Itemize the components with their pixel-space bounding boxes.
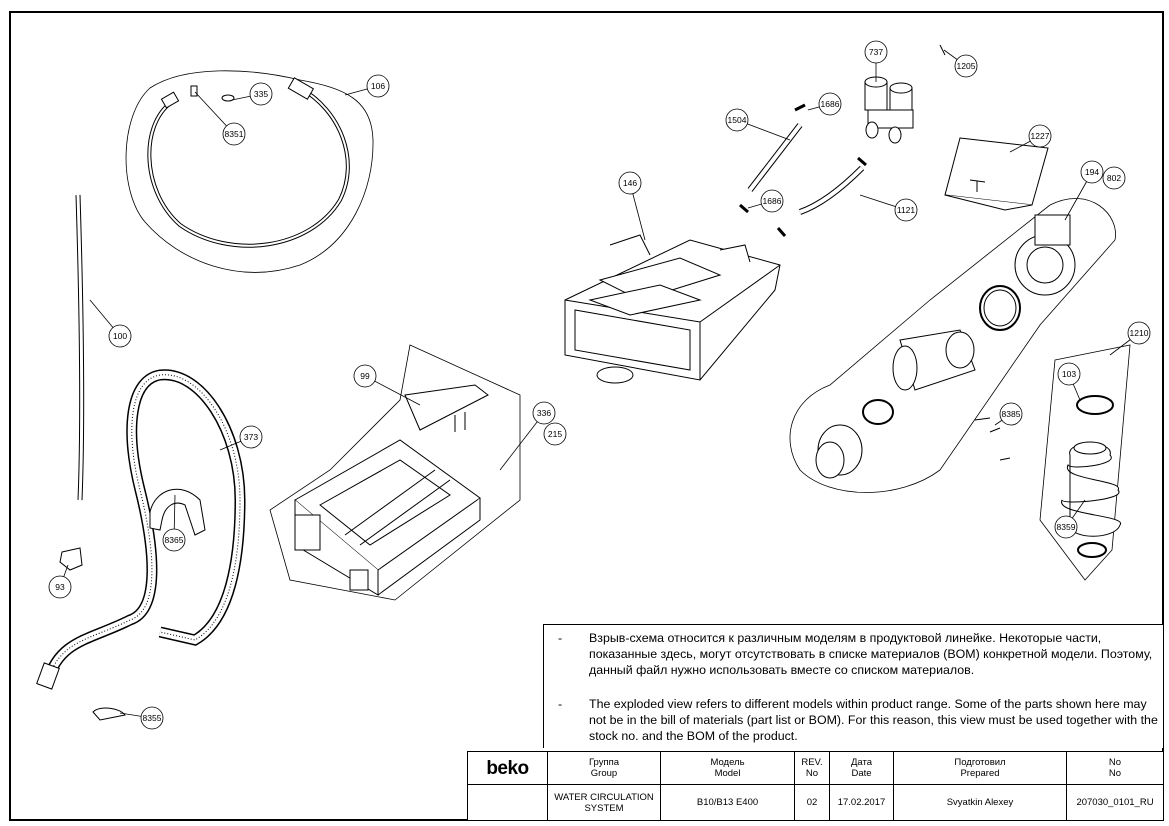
callout-label: 194 bbox=[1085, 167, 1099, 177]
callout-label: 1686 bbox=[821, 99, 840, 109]
callout-label: 373 bbox=[244, 432, 258, 442]
callout-circle bbox=[543, 422, 567, 446]
callout-label: 8351 bbox=[225, 129, 244, 139]
header-rev: REV.No bbox=[794, 751, 830, 785]
callout-circle bbox=[760, 189, 784, 213]
callout-label: 335 bbox=[254, 89, 268, 99]
callout-circle bbox=[999, 402, 1023, 426]
callout-circle bbox=[222, 122, 246, 146]
callout-circle bbox=[48, 575, 72, 599]
callout-circle bbox=[618, 171, 642, 195]
callouts bbox=[48, 40, 1151, 730]
value-date: 17.02.2017 bbox=[829, 784, 894, 821]
callout-circle bbox=[864, 40, 888, 64]
note-bullet: - bbox=[558, 697, 563, 711]
hose-group-outline bbox=[125, 70, 374, 273]
callout-label: 8359 bbox=[1057, 522, 1076, 532]
callout-circle bbox=[249, 82, 273, 106]
pump-group-outline bbox=[789, 198, 1116, 493]
drain-tube bbox=[75, 194, 85, 501]
callout-circle bbox=[1102, 166, 1126, 190]
callout-circle bbox=[894, 198, 918, 222]
part-group-outlines bbox=[125, 70, 1131, 601]
callout-label: 106 bbox=[371, 81, 385, 91]
callout-label: 1121 bbox=[897, 205, 916, 215]
callout-circle bbox=[725, 108, 749, 132]
value-rev: 02 bbox=[794, 784, 830, 821]
callout-circle bbox=[1080, 160, 1104, 184]
logo-spacer bbox=[467, 784, 548, 821]
callout-label: 103 bbox=[1062, 369, 1076, 379]
drain-hose bbox=[36, 369, 246, 721]
callout-label: 8385 bbox=[1002, 409, 1021, 419]
callout-circle bbox=[108, 324, 132, 348]
note-text: The exploded view refers to different mo… bbox=[589, 697, 1158, 743]
callout-label: 146 bbox=[623, 178, 637, 188]
callout-label: 99 bbox=[360, 371, 370, 381]
callout-circle bbox=[239, 425, 263, 449]
small-hoses bbox=[739, 103, 867, 237]
callout-label: 1210 bbox=[1130, 328, 1149, 338]
note-text: Взрыв-схема относится к различным моделя… bbox=[589, 631, 1153, 677]
callout-circle bbox=[1054, 515, 1078, 539]
dispenser-drawer bbox=[294, 384, 489, 596]
callout-label: 802 bbox=[1107, 173, 1121, 183]
callout-circle bbox=[353, 364, 377, 388]
callout-circle bbox=[140, 706, 164, 730]
bellow-assembly bbox=[1061, 395, 1121, 558]
bellow-group-outline bbox=[1039, 344, 1131, 581]
callout-circle bbox=[1057, 362, 1081, 386]
inlet-hose bbox=[147, 77, 350, 248]
callout-label: 215 bbox=[548, 429, 562, 439]
dispenser-drawer-outline bbox=[269, 344, 521, 601]
callout-label: 1227 bbox=[1031, 131, 1050, 141]
callout-circle bbox=[954, 54, 978, 78]
callout-circle bbox=[1127, 321, 1151, 345]
callout-circle bbox=[532, 401, 556, 425]
callout-label: 737 bbox=[869, 47, 883, 57]
callout-circle bbox=[818, 92, 842, 116]
callout-label: 1504 bbox=[728, 115, 747, 125]
callout-circle bbox=[366, 74, 390, 98]
callout-labels: 737 1205 335 106 8351 1686 1504 1227 146… bbox=[55, 47, 1148, 723]
drain-pump bbox=[815, 214, 1076, 479]
callout-label: 8365 bbox=[165, 535, 184, 545]
dispenser-housing bbox=[564, 234, 781, 384]
value-prepared: Svyatkin Alexey bbox=[893, 784, 1067, 821]
value-doc-no: 207030_0101_RU bbox=[1066, 784, 1164, 821]
callout-label: 1686 bbox=[763, 196, 782, 206]
callout-label: 1205 bbox=[957, 61, 976, 71]
value-group: WATER CIRCULATION SYSTEM bbox=[547, 784, 661, 821]
callout-label: 8355 bbox=[143, 713, 162, 723]
callout-label: 100 bbox=[113, 331, 127, 341]
callout-circle bbox=[162, 528, 186, 552]
inlet-valve bbox=[864, 44, 946, 144]
note-bullet: - bbox=[558, 631, 563, 645]
callout-circle bbox=[1028, 124, 1052, 148]
callout-label: 336 bbox=[537, 408, 551, 418]
callout-label: 93 bbox=[55, 582, 65, 592]
disclaimer-notes: - Взрыв-схема относится к различным моде… bbox=[543, 624, 1163, 748]
cover-plate bbox=[944, 137, 1049, 211]
brand-logo: beko bbox=[467, 751, 548, 785]
value-model: B10/B13 E400 bbox=[660, 784, 795, 821]
